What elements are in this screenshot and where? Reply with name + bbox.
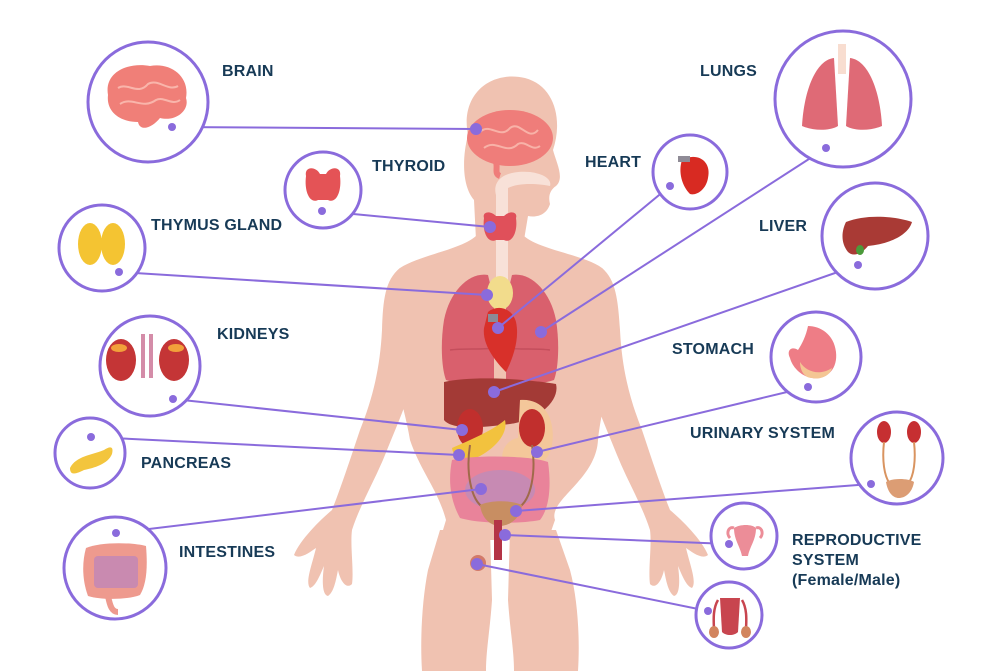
connector-heart	[497, 185, 671, 329]
target-dot-pancreas	[453, 449, 465, 461]
anchor-dot-stomach	[804, 383, 812, 391]
reproductive-organ	[494, 520, 502, 560]
connector-intestines	[115, 488, 482, 534]
urinary-icon	[877, 421, 921, 498]
connector-lungs	[540, 147, 827, 333]
brain-organ	[467, 110, 553, 166]
callout-circle-lungs	[773, 29, 913, 169]
pancreas-icon	[70, 447, 113, 474]
female-reproductive-icon	[726, 525, 764, 556]
label-reproductive-line2: SYSTEM	[792, 552, 859, 569]
internal-organs	[441, 110, 559, 571]
connector-lines	[90, 126, 872, 612]
target-dot-stomach	[531, 446, 543, 458]
connector-reproductive_male	[476, 563, 709, 612]
target-dot-liver	[488, 386, 500, 398]
callout-circle-pancreas	[53, 416, 127, 490]
anchor-dot-urinary	[867, 480, 875, 488]
target-dot-reproductive_female	[499, 529, 511, 541]
right-lung	[506, 274, 559, 384]
heart-organ	[483, 307, 518, 372]
target-dot-intestines	[475, 483, 487, 495]
intestines-icon	[83, 543, 147, 615]
label-reproductive-system: REPRODUCTIVE SYSTEM (Female/Male)	[792, 531, 922, 591]
label-reproductive-line3: (Female/Male)	[792, 572, 901, 589]
anchor-dot-liver	[854, 261, 862, 269]
target-dot-thymus	[481, 289, 493, 301]
anchor-dot-lungs	[822, 144, 830, 152]
anchor-dot-thyroid	[318, 207, 326, 215]
label-stomach: STOMACH	[672, 341, 754, 358]
thyroid-icon	[305, 168, 341, 201]
connector-reproductive_female	[504, 534, 730, 545]
label-reproductive-line1: REPRODUCTIVE	[792, 532, 922, 549]
thymus-icon	[78, 223, 125, 265]
label-heart: HEART	[585, 154, 642, 171]
label-liver: LIVER	[759, 218, 808, 235]
heart-icon	[678, 156, 709, 195]
left-lung	[441, 274, 494, 384]
body-silhouette	[294, 76, 708, 671]
stomach-icon	[788, 326, 837, 379]
target-dot-reproductive_male	[471, 558, 483, 570]
target-dot-heart	[492, 322, 504, 334]
connector-urinary	[515, 483, 872, 512]
kidneys-icon	[106, 334, 189, 381]
connector-kidneys	[172, 398, 463, 431]
anchor-dot-intestines	[112, 529, 120, 537]
label-thymus-gland: THYMUS GLAND	[151, 217, 283, 234]
lungs-icon	[802, 44, 882, 130]
brain-icon	[107, 65, 187, 128]
label-urinary-system: URINARY SYSTEM	[690, 425, 836, 442]
connector-liver	[493, 264, 859, 393]
thymus-organ	[487, 276, 513, 310]
anchor-dot-reproductive_male	[704, 607, 712, 615]
anchor-dot-reproductive_female	[725, 540, 733, 548]
label-brain: BRAIN	[222, 63, 274, 80]
target-dot-lungs	[535, 326, 547, 338]
label-kidneys: KIDNEYS	[217, 326, 290, 343]
target-dot-thyroid	[484, 221, 496, 233]
connector-brain	[171, 126, 477, 130]
connector-pancreas	[90, 436, 460, 456]
target-dot-brain	[470, 123, 482, 135]
liver-icon	[842, 216, 912, 255]
anchor-dot-kidneys	[169, 395, 177, 403]
target-dot-kidneys	[456, 424, 468, 436]
organ-icons	[70, 44, 921, 638]
connector-thymus	[118, 271, 488, 296]
pancreas-organ	[452, 420, 506, 461]
connector-stomach	[536, 386, 809, 453]
anchor-dot-brain	[168, 123, 176, 131]
label-pancreas: PANCREAS	[141, 455, 232, 472]
label-lungs: LUNGS	[700, 63, 757, 80]
anchor-dot-heart	[666, 182, 674, 190]
anchor-dot-pancreas	[87, 433, 95, 441]
label-intestines: INTESTINES	[179, 544, 276, 561]
target-dot-urinary	[510, 505, 522, 517]
anchor-dot-thymus	[115, 268, 123, 276]
male-reproductive-icon	[709, 598, 751, 638]
label-thyroid: THYROID	[372, 158, 446, 175]
right-kidney	[519, 409, 545, 447]
thyroid-organ	[483, 212, 517, 241]
